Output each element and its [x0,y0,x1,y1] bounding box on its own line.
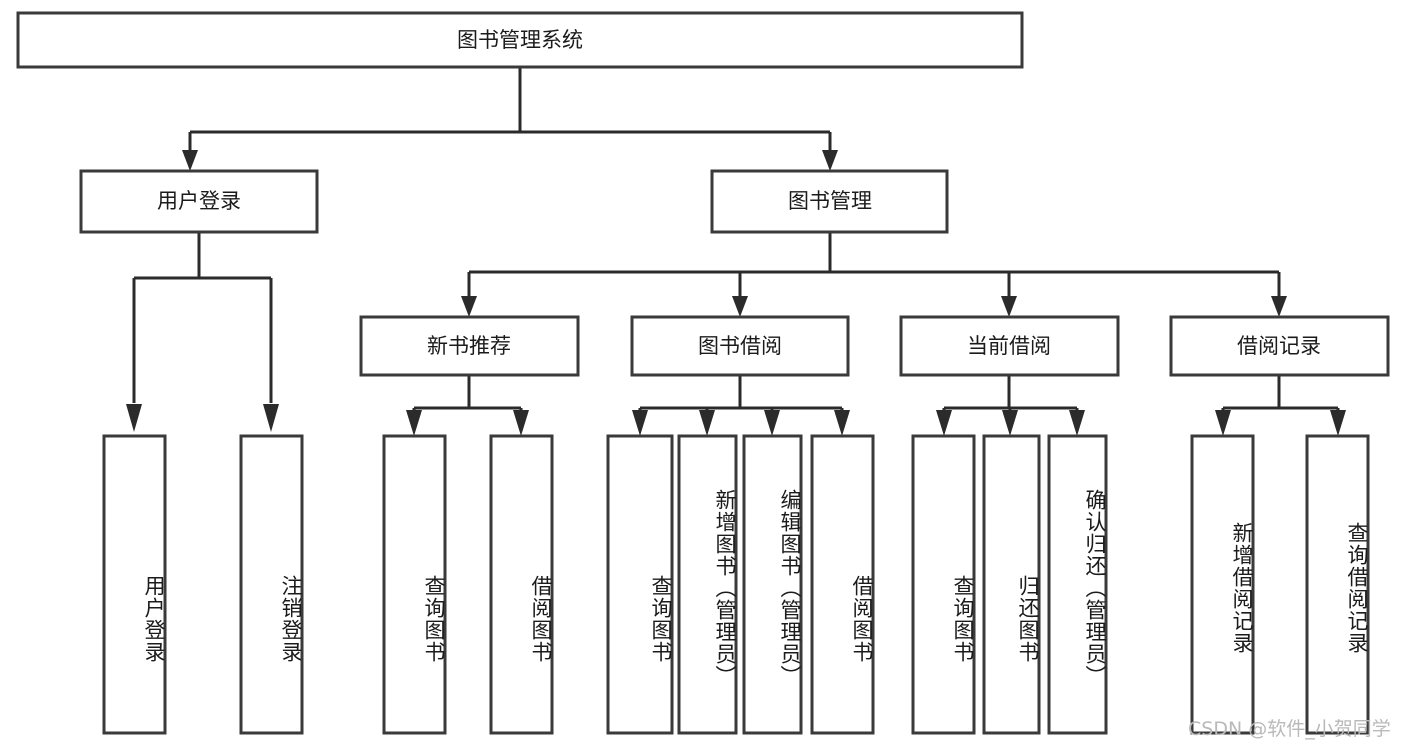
node-book-borrow-label: 图书借阅 [698,334,782,358]
node-root[interactable] [16,11,1024,69]
arrowhead-borrow-record [1271,296,1287,317]
leaf-box-book-borrow-3[interactable] [742,434,803,735]
leaf-box-book-borrow-2[interactable] [677,434,738,735]
node-book-manage[interactable] [710,169,949,234]
leaf-box-new-book-2[interactable] [489,434,554,735]
node-book-borrow[interactable] [630,315,850,377]
node-book-manage-label: 图书管理 [788,189,872,213]
arrowhead-cb-leaf-3 [1069,410,1085,436]
arrowhead-new-book [461,296,477,317]
node-borrow-record-label: 借阅记录 [1237,334,1321,358]
node-new-book-recommend-label: 新书推荐 [427,334,511,358]
arrowhead-bb-leaf-1 [632,410,648,436]
arrowhead-nb-leaf-2 [513,410,529,436]
leaf-box-borrow-record-1[interactable] [1190,434,1255,735]
leaf-box-user-login-2[interactable] [239,434,304,735]
connector-group-borrow-record [1215,375,1346,436]
leaf-box-current-borrow-1[interactable] [911,434,976,735]
leaf-box-new-book-1[interactable] [382,434,447,735]
arrowhead-user-login [182,150,198,171]
arrowhead-book-manage [822,150,838,171]
arrowhead-cb-leaf-2 [1002,410,1018,436]
connector-group-user-login [126,232,279,432]
arrowhead-bb-leaf-4 [834,410,850,436]
node-borrow-record[interactable] [1169,315,1390,377]
leaf-box-current-borrow-3[interactable] [1047,434,1108,735]
leaf-box-book-borrow-1[interactable] [606,434,674,735]
csdn-watermark: CSDN @软件_小贺同学 [1188,718,1391,740]
connector-group-current-borrow [936,375,1085,436]
node-current-borrow-label: 当前借阅 [967,334,1051,358]
leaf-box-current-borrow-2[interactable] [982,434,1041,735]
connector-group-new-book [406,375,529,436]
leaf-box-book-borrow-4[interactable] [810,434,875,735]
connector-group-root [182,67,838,171]
arrowhead-br-leaf-1 [1215,410,1231,436]
node-root-label: 图书管理系统 [457,28,583,52]
arrowhead-cb-leaf-1 [936,410,952,436]
arrowhead-bb-leaf-3 [764,410,780,436]
arrowhead-nb-leaf-1 [406,410,422,436]
connector-group-book-manage [461,232,1287,317]
arrowhead-leaf-user-login-2 [263,404,279,432]
arrowhead-current-borrow [1001,296,1017,317]
leaf-box-user-login-1[interactable] [102,434,167,735]
arrowhead-book-borrow [732,296,748,317]
arrowhead-leaf-user-login-1 [126,404,142,432]
arrowhead-bb-leaf-2 [699,410,715,436]
connector-group-book-borrow [632,375,850,436]
leaf-box-borrow-record-2[interactable] [1305,434,1370,735]
node-user-login[interactable] [79,169,319,234]
node-current-borrow[interactable] [899,315,1120,377]
node-new-book-recommend[interactable] [359,315,580,377]
node-user-login-label: 用户登录 [157,189,241,213]
arrowhead-br-leaf-2 [1330,410,1346,436]
